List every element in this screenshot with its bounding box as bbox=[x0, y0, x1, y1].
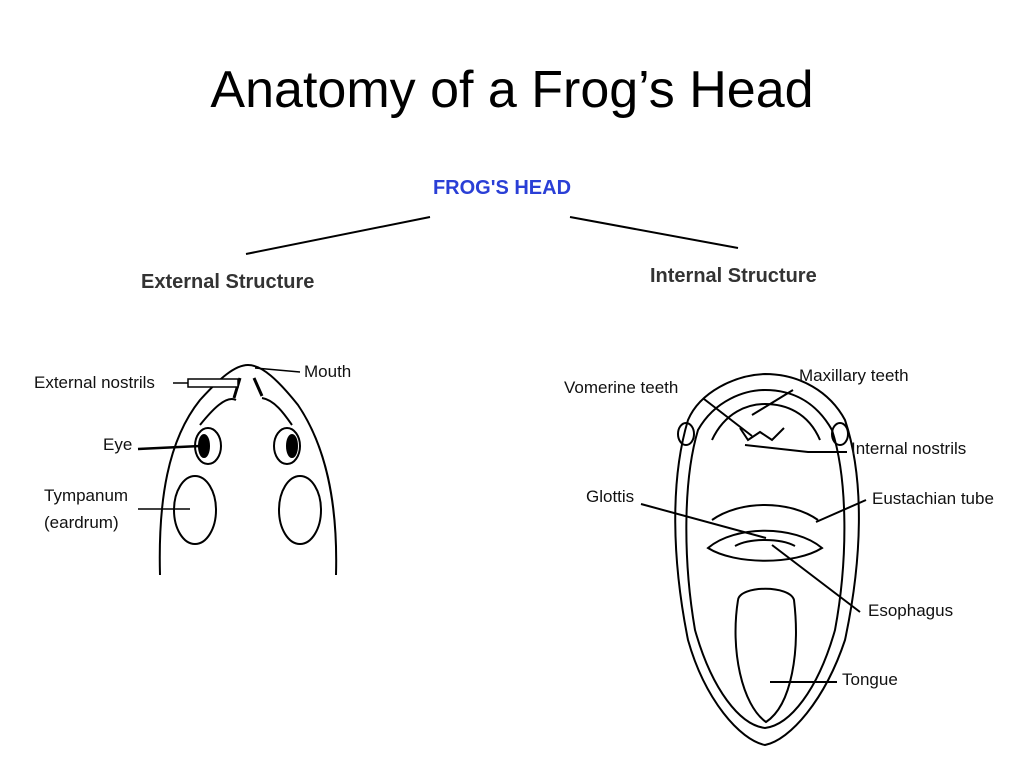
connector-line-external bbox=[245, 216, 431, 255]
connector-line-internal bbox=[569, 216, 739, 249]
label-internal-nostrils: Internal nostrils bbox=[851, 439, 967, 458]
external-left-brow bbox=[199, 398, 237, 426]
external-left-pupil bbox=[198, 434, 210, 458]
internal-glottis-outline bbox=[706, 529, 824, 562]
external-leader-lines bbox=[137, 367, 301, 510]
label-eustachian-tube: Eustachian tube bbox=[872, 489, 994, 508]
internal-leader-lines bbox=[640, 389, 867, 683]
leader-eustachian-tube bbox=[815, 499, 867, 523]
label-esophagus: Esophagus bbox=[868, 601, 954, 620]
internal-right-eye-bump bbox=[831, 422, 849, 446]
external-right-pupil bbox=[286, 434, 298, 458]
internal-palate-curve bbox=[711, 504, 819, 521]
label-glottis: Glottis bbox=[586, 487, 635, 506]
external-right-brow bbox=[261, 397, 293, 426]
internal-jaw-margin bbox=[685, 388, 846, 730]
external-frog-head bbox=[158, 363, 338, 576]
label-tympanum: Tympanum bbox=[44, 486, 129, 505]
internal-frog-head bbox=[674, 372, 860, 747]
internal-structure-heading: Internal Structure bbox=[650, 265, 817, 287]
label-eye: Eye bbox=[103, 435, 133, 454]
leader-vomerine-teeth bbox=[703, 398, 753, 437]
external-left-tympanum bbox=[173, 475, 217, 545]
label-vomerine-teeth: Vomerine teeth bbox=[564, 378, 679, 397]
leader-mouth bbox=[254, 367, 301, 373]
internal-vomerine-ridge bbox=[739, 427, 785, 442]
label-external-nostrils: External nostrils bbox=[34, 373, 155, 392]
label-mouth: Mouth bbox=[304, 362, 352, 381]
external-structure-heading: External Structure bbox=[141, 271, 315, 293]
leader-internal-nostrils bbox=[744, 444, 847, 453]
internal-left-eye-bump bbox=[677, 422, 695, 446]
slide-title: Anatomy of a Frog’s Head bbox=[210, 61, 814, 119]
internal-head-outline bbox=[674, 372, 860, 747]
leader-eye bbox=[137, 444, 201, 451]
diagram-heading: FROG'S HEAD bbox=[432, 177, 572, 199]
label-eardrum: (eardrum) bbox=[44, 513, 119, 532]
external-nostrils-pointer bbox=[187, 378, 239, 388]
external-right-nostril bbox=[252, 377, 264, 397]
external-left-nostril bbox=[232, 377, 242, 399]
label-maxillary-teeth: Maxillary teeth bbox=[799, 366, 909, 385]
leader-maxillary-teeth bbox=[751, 389, 794, 416]
leader-glottis bbox=[640, 503, 767, 539]
internal-maxillary-ridge bbox=[711, 402, 821, 441]
external-right-tympanum bbox=[278, 475, 322, 545]
internal-glottis-slit bbox=[734, 539, 796, 547]
internal-tongue bbox=[734, 587, 797, 724]
external-right-eye bbox=[273, 427, 301, 465]
label-tongue: Tongue bbox=[842, 670, 898, 689]
external-head-outline bbox=[158, 363, 338, 576]
leader-esophagus bbox=[771, 544, 861, 613]
